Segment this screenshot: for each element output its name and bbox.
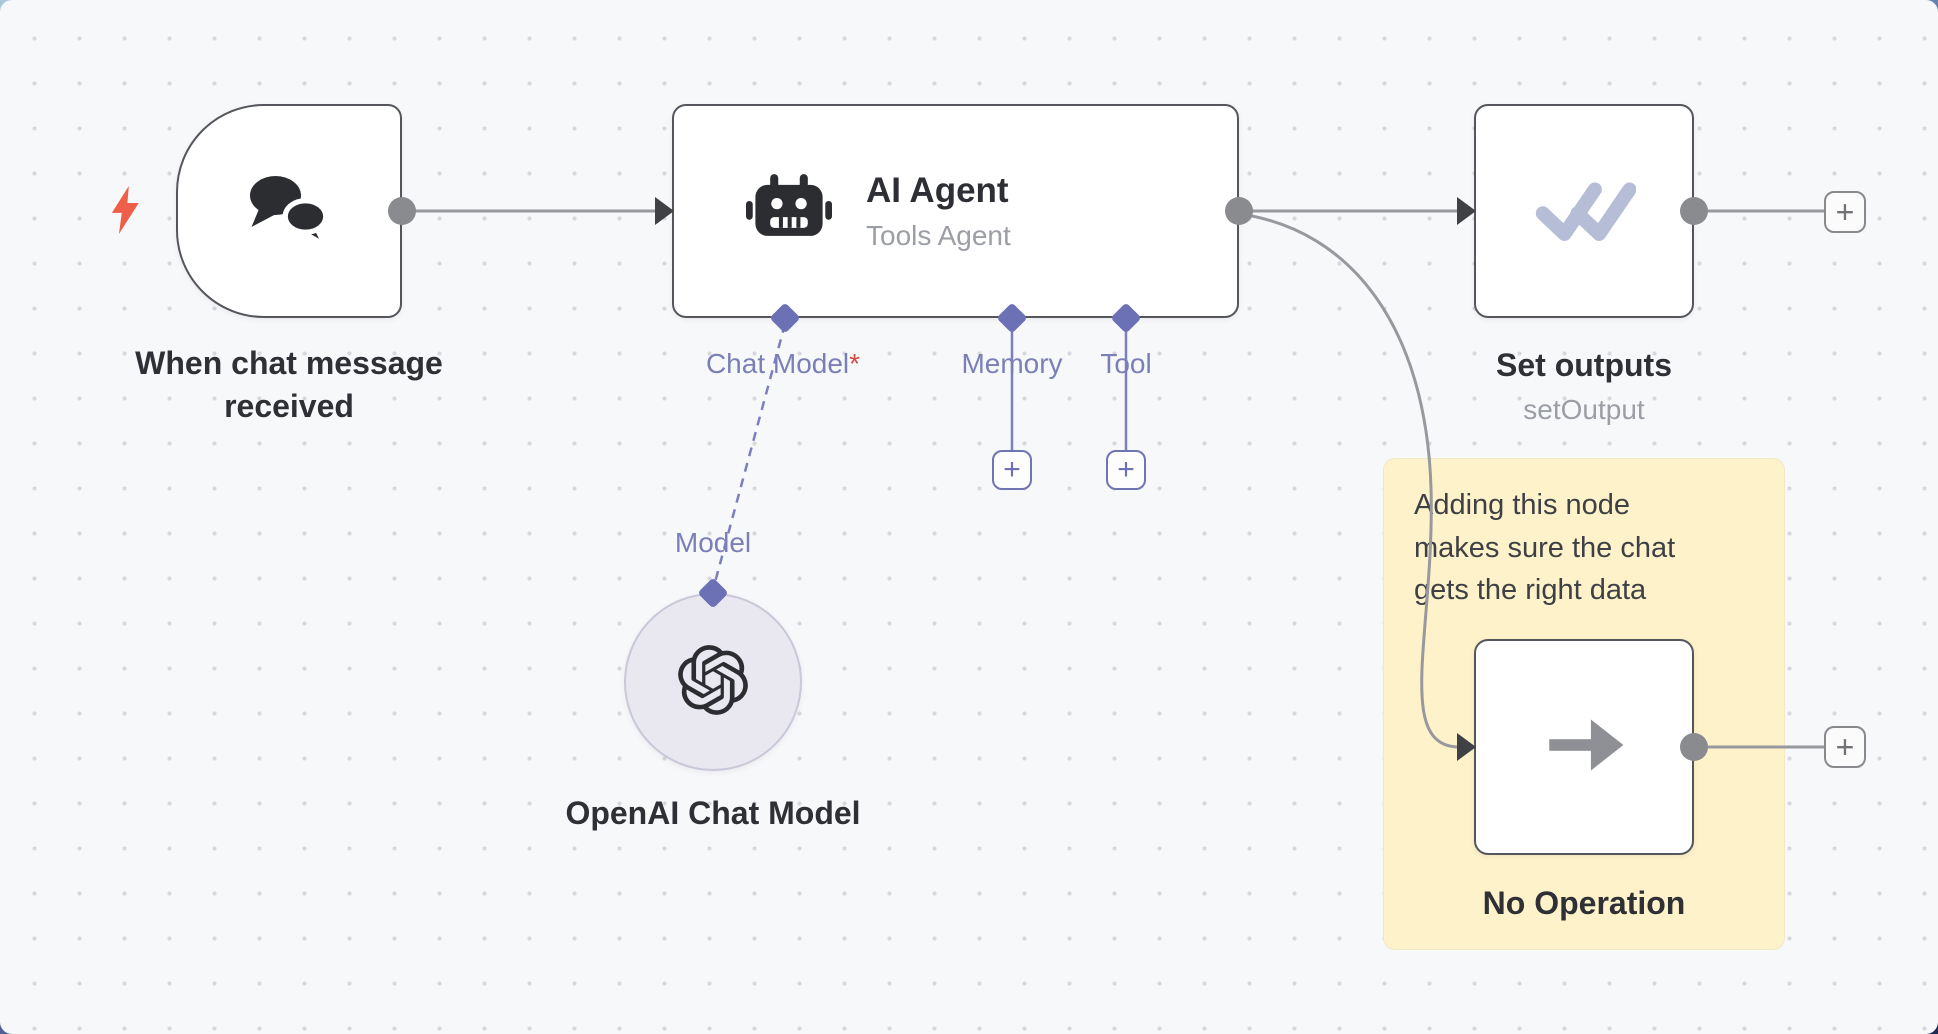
model-port-label: Model	[674, 527, 752, 558]
openai-logo-icon	[675, 642, 751, 723]
memory-add-button[interactable]: +	[992, 450, 1032, 490]
lightning-icon	[110, 186, 142, 239]
nooperation-input-handle[interactable]	[1457, 732, 1477, 762]
tool-add-button[interactable]: +	[1106, 450, 1146, 490]
ai-agent-subtitle: Tools Agent	[866, 220, 1011, 251]
agent-output-handle[interactable]	[1225, 197, 1253, 225]
arrow-right-icon	[1540, 710, 1628, 785]
node-ai-agent[interactable]: AI Agent Tools Agent	[672, 104, 1239, 318]
node-no-operation[interactable]	[1474, 639, 1694, 855]
openai-node-label: OpenAI Chat Model	[565, 795, 861, 831]
setoutputs-node-label: Set outputs	[1496, 347, 1672, 383]
sticky-note-text: Adding this node makes sure the chat get…	[1414, 489, 1676, 607]
double-check-icon	[1532, 174, 1637, 249]
memory-port-label: Memory	[961, 348, 1063, 379]
chat-bubbles-icon	[241, 170, 337, 253]
setoutputs-output-handle[interactable]	[1680, 197, 1708, 225]
connection-chatmodel-to-openai[interactable]	[712, 323, 787, 587]
tool-port-label: Tool	[1100, 348, 1152, 379]
agent-input-handle[interactable]	[655, 196, 675, 226]
connection-agent-to-nooperation[interactable]	[1239, 212, 1459, 749]
sticky-note[interactable]: Adding this node makes sure the chat get…	[1383, 458, 1785, 950]
setoutputs-input-handle[interactable]	[1457, 196, 1477, 226]
trigger-output-handle[interactable]	[388, 197, 416, 225]
node-set-outputs[interactable]	[1474, 104, 1694, 318]
robot-icon	[746, 173, 832, 249]
nooperation-node-label: No Operation	[1482, 885, 1686, 921]
node-openai-chat-model[interactable]	[624, 593, 802, 771]
add-node-button-main[interactable]: +	[1824, 191, 1866, 233]
trigger-node-label: When chat message received	[135, 345, 443, 425]
chat-model-port-label: Chat Model*	[705, 348, 861, 379]
add-node-button-noop[interactable]: +	[1824, 726, 1866, 768]
nooperation-output-handle[interactable]	[1680, 733, 1708, 761]
node-chat-trigger[interactable]	[176, 104, 402, 318]
setoutputs-node-subtitle: setOutput	[1523, 394, 1645, 425]
ai-agent-title: AI Agent	[866, 171, 1009, 210]
required-asterisk: *	[849, 348, 861, 379]
